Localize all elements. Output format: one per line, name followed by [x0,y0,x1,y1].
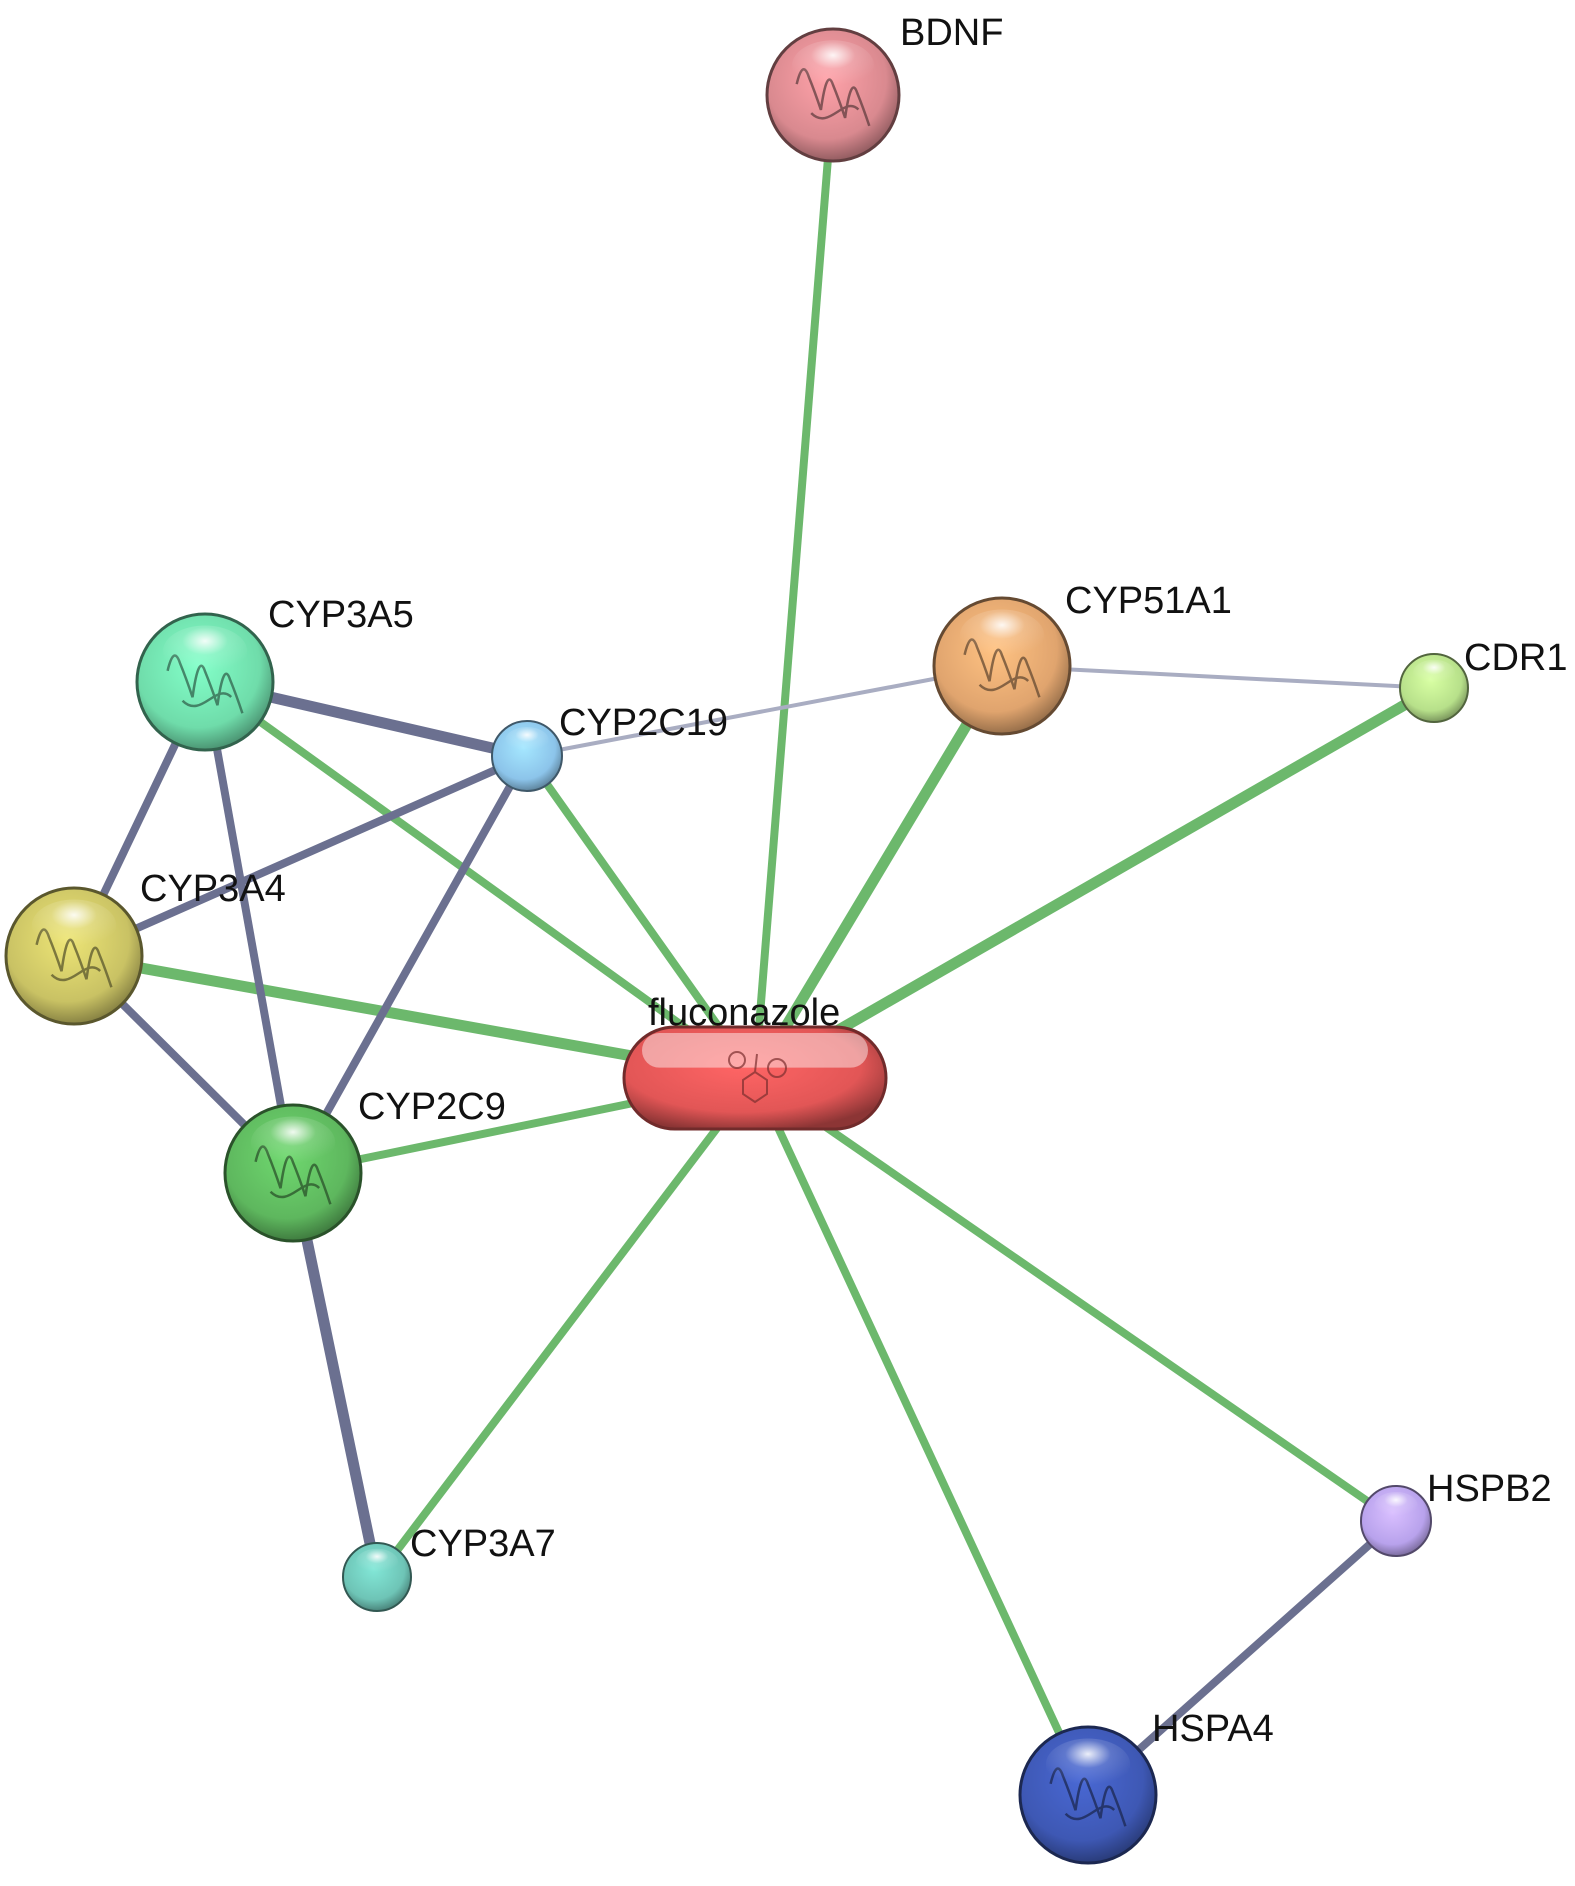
edge-fluconazole-hspa4 [751,1076,1092,1797]
edge-cyp3a4-cyp2c19 [72,752,529,960]
node-cyp51a1[interactable]: CYP51A1 [932,580,1232,736]
node-label-cyp51a1: CYP51A1 [1065,580,1232,622]
node-cyp3a5[interactable]: CYP3A5 [135,594,414,752]
node-label-cyp3a5: CYP3A5 [268,594,414,636]
node-label-cyp2c19: CYP2C19 [559,702,728,744]
edge-cyp3a5-cyp2c9 [201,681,297,1174]
node-gloss [31,899,117,952]
node-label-cyp3a4: CYP3A4 [140,868,286,910]
node-shape [622,1025,888,1131]
node-label-cyp3a7: CYP3A7 [410,1523,556,1565]
node-gloss [162,625,248,678]
node-hspa4[interactable]: HSPA4 [1018,1708,1274,1865]
node-gloss [959,609,1045,662]
node-cyp3a4[interactable]: CYP3A4 [4,868,286,1026]
node-cyp2c9[interactable]: CYP2C9 [223,1086,506,1243]
molecule-structure-icon [728,1051,787,1104]
node-gloss [355,1548,399,1575]
node-label-bdnf: BDNF [900,12,1003,54]
node-label-hspb2: HSPB2 [1427,1468,1552,1510]
edges-layer [70,94,1437,1798]
node-label-cdr1: CDR1 [1464,637,1567,679]
edge-fluconazole-cyp2c19 [523,753,759,1081]
node-label-fluconazole: fluconazole [648,992,840,1034]
node-gloss [1045,1738,1131,1791]
node-cyp2c19[interactable]: CYP2C19 [491,702,728,792]
node-cdr1[interactable]: CDR1 [1399,637,1567,723]
edge-fluconazole-cyp3a7 [373,1075,759,1580]
edge-fluconazole-cdr1 [752,683,1437,1083]
node-gloss [505,726,549,754]
edge-fluconazole-bdnf [751,94,837,1079]
edge-fluconazole-hspb2 [752,1074,1399,1525]
node-gloss [250,1116,336,1169]
node-hspb2[interactable]: HSPB2 [1360,1468,1552,1557]
edge-cyp2c9-cyp2c19 [289,754,531,1175]
node-gloss [1412,659,1456,686]
node-bdnf[interactable]: BDNF [765,12,1003,163]
edge-cyp2c19-cyp51a1 [526,664,1003,758]
node-label-hspa4: HSPA4 [1152,1708,1274,1750]
node-fluconazole[interactable]: fluconazole [622,992,888,1131]
node-label-cyp2c9: CYP2C9 [358,1086,506,1128]
node-gloss [642,1033,868,1068]
edge-cyp51a1-cdr1 [1001,664,1435,690]
edge-fluconazole-cyp51a1 [750,663,1007,1081]
edge-fluconazole-cyp3a5 [202,678,758,1082]
node-gloss [1374,1491,1418,1519]
node-cyp3a7[interactable]: CYP3A7 [342,1523,556,1612]
node-gloss [792,40,874,91]
